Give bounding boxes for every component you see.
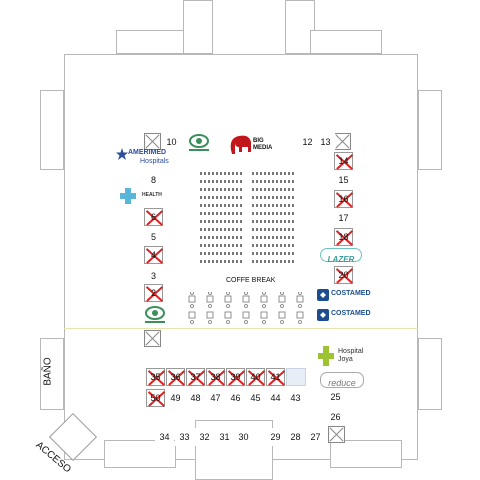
booth-47[interactable]: 47 [206, 389, 225, 407]
pillar-top-mid-left [183, 0, 213, 54]
pillar-top-left [116, 30, 188, 54]
booth-38[interactable]: 38 [206, 368, 225, 386]
star-icon [116, 148, 128, 160]
medical-cross-icon [120, 188, 136, 204]
logo-eye-left [142, 304, 168, 326]
logo-lazer: LAZER [320, 248, 362, 264]
booth-28[interactable]: 28 [286, 428, 305, 446]
booth-25[interactable]: 25 [326, 388, 345, 406]
eye-logo-icon [145, 306, 165, 323]
booth-43[interactable]: 43 [286, 389, 305, 407]
costamed-mark-icon [317, 289, 329, 301]
logo-health: HEALTH [120, 188, 180, 208]
booth-36[interactable]: 36 [166, 368, 185, 386]
booth-41[interactable]: 41 [266, 368, 285, 386]
pillar-top-right [310, 30, 382, 54]
logo-reduce: reduce [320, 372, 364, 388]
seating-area [200, 172, 296, 272]
booth-39[interactable]: 39 [226, 368, 245, 386]
pillar-top-mid-right [285, 0, 315, 54]
booth-16[interactable]: 16 [334, 190, 353, 208]
corner-block-bottom-right [328, 426, 345, 443]
booth-12[interactable]: 12 [298, 133, 317, 151]
booth-37[interactable]: 37 [186, 368, 205, 386]
booth-31[interactable]: 31 [215, 428, 234, 446]
booth-40[interactable]: 40 [246, 368, 265, 386]
booth-20[interactable]: 20 [334, 266, 353, 284]
booth-3[interactable]: 3 [144, 267, 163, 285]
hospital-joya-cross-icon [318, 346, 334, 366]
eye-logo-icon [189, 134, 209, 151]
booth-45[interactable]: 45 [246, 389, 265, 407]
pillar-right [418, 90, 442, 170]
booth-2[interactable]: 2 [144, 284, 163, 302]
booth-5[interactable]: 5 [144, 228, 163, 246]
booth-32[interactable]: 32 [195, 428, 214, 446]
coffee-break-tables [185, 291, 315, 332]
logo-amerimed: AMERIMED Hospitals [116, 146, 186, 168]
pillar-left [40, 90, 64, 170]
booth-26[interactable]: 26 [326, 408, 345, 426]
booth-10[interactable]: 10 [162, 133, 181, 151]
booth-15[interactable]: 15 [334, 171, 353, 189]
pillar-bottom-right [330, 440, 402, 468]
booth-46[interactable]: 46 [226, 389, 245, 407]
booth-33[interactable]: 33 [175, 428, 194, 446]
costamed-mark-icon [317, 309, 329, 321]
booth-14[interactable]: 14 [334, 152, 353, 170]
stage-block-left [144, 133, 161, 150]
corner-block-bottom-left [144, 330, 161, 347]
pillar-bottom-left [104, 440, 176, 468]
bano-label: BAÑO [42, 357, 54, 386]
booth-6[interactable]: 6 [144, 208, 163, 226]
pillar-right-lower [418, 338, 442, 410]
booth-34[interactable]: 34 [155, 428, 174, 446]
booth-17[interactable]: 17 [334, 209, 353, 227]
logo-big-media: BIG MEDIA [227, 130, 273, 160]
logo-costamed-2: COSTAMED [317, 308, 371, 322]
logo-eye-top [186, 132, 212, 154]
booth-44[interactable]: 44 [266, 389, 285, 407]
booth-8[interactable]: 8 [144, 171, 163, 189]
booth-50[interactable]: 50 [146, 389, 165, 407]
bano-room [40, 338, 64, 410]
booth-49[interactable]: 49 [166, 389, 185, 407]
logo-costamed-1: COSTAMED [317, 288, 371, 302]
stage-block-right [334, 133, 351, 150]
booth-27[interactable]: 27 [306, 428, 325, 446]
elephant-icon [230, 135, 251, 154]
booth-30[interactable]: 30 [234, 428, 253, 446]
booth-13[interactable]: 13 [316, 133, 335, 151]
booth-18[interactable]: 18 [334, 228, 353, 246]
booth-29[interactable]: 29 [266, 428, 285, 446]
coffee-break-label: COFFE BREAK [226, 277, 276, 284]
divider-line [64, 328, 418, 329]
booth-4[interactable]: 4 [144, 246, 163, 264]
booth-48[interactable]: 48 [186, 389, 205, 407]
booth-35[interactable]: 35 [146, 368, 165, 386]
small-logo-block [286, 368, 306, 386]
logo-hospital-joya: Hospital Joya [318, 346, 374, 368]
